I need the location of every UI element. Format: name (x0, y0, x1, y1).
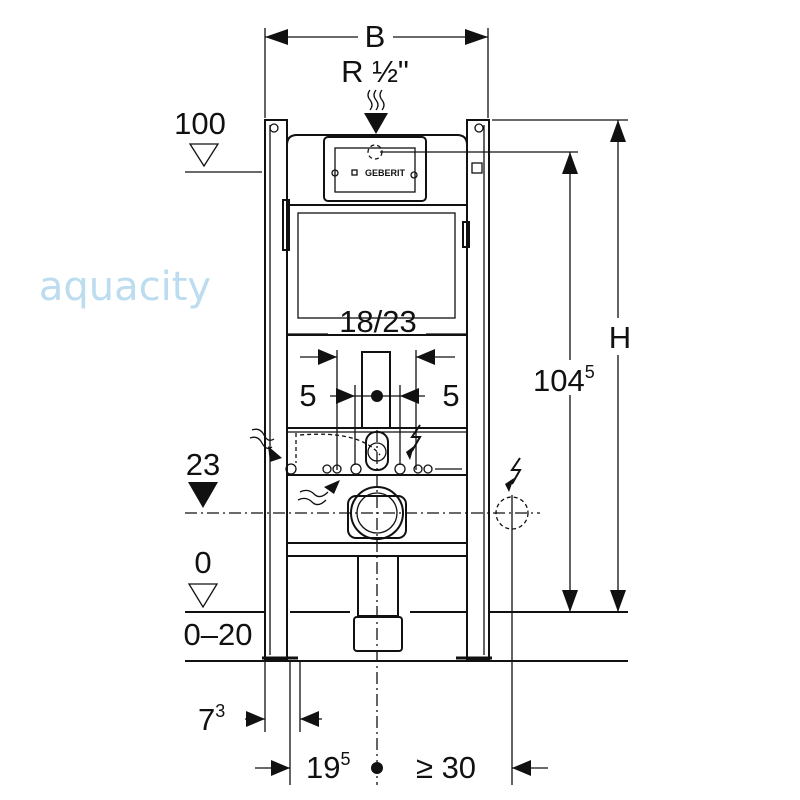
connection-label: R ½" (341, 54, 409, 89)
level-outlet-label: 23 (186, 447, 220, 482)
offset-right-label: 5 (442, 378, 459, 413)
level-top-label: 100 (174, 106, 226, 141)
floor-range-label: 0–20 (184, 617, 253, 652)
width-label: B (365, 19, 386, 54)
min-distance-label: ≥ 30 (416, 750, 476, 785)
electric-icon (406, 424, 522, 492)
water-inlet-icon (364, 89, 388, 134)
floor-lines (185, 611, 628, 662)
arrow-icon (324, 480, 340, 494)
inner-dimensions: 18/23 5 5 (287, 304, 467, 470)
watermark: aquacity (39, 264, 211, 310)
drain-icon (297, 489, 329, 506)
height-label: H (609, 320, 631, 355)
brand-logo: GEBERIT (365, 168, 406, 178)
depth-left-label: 73 (198, 701, 225, 737)
axis-offset-label: 195 (306, 749, 351, 785)
inner-width-label: 18/23 (339, 304, 417, 339)
frame: GEBERIT (262, 119, 578, 785)
offset-left-label: 5 (299, 378, 316, 413)
width-dimension: B R ½" (264, 19, 489, 118)
height-value-label: 1045 (533, 362, 595, 398)
level-floor-label: 0 (194, 545, 211, 580)
arrow-icon (268, 446, 282, 462)
depth-dimensions: 73 195 ≥ 30 (198, 662, 548, 785)
level-markers: 100 23 0 0–20 (174, 106, 262, 652)
socket-icon (495, 495, 529, 785)
height-dimensions: H 1045 (492, 119, 631, 612)
